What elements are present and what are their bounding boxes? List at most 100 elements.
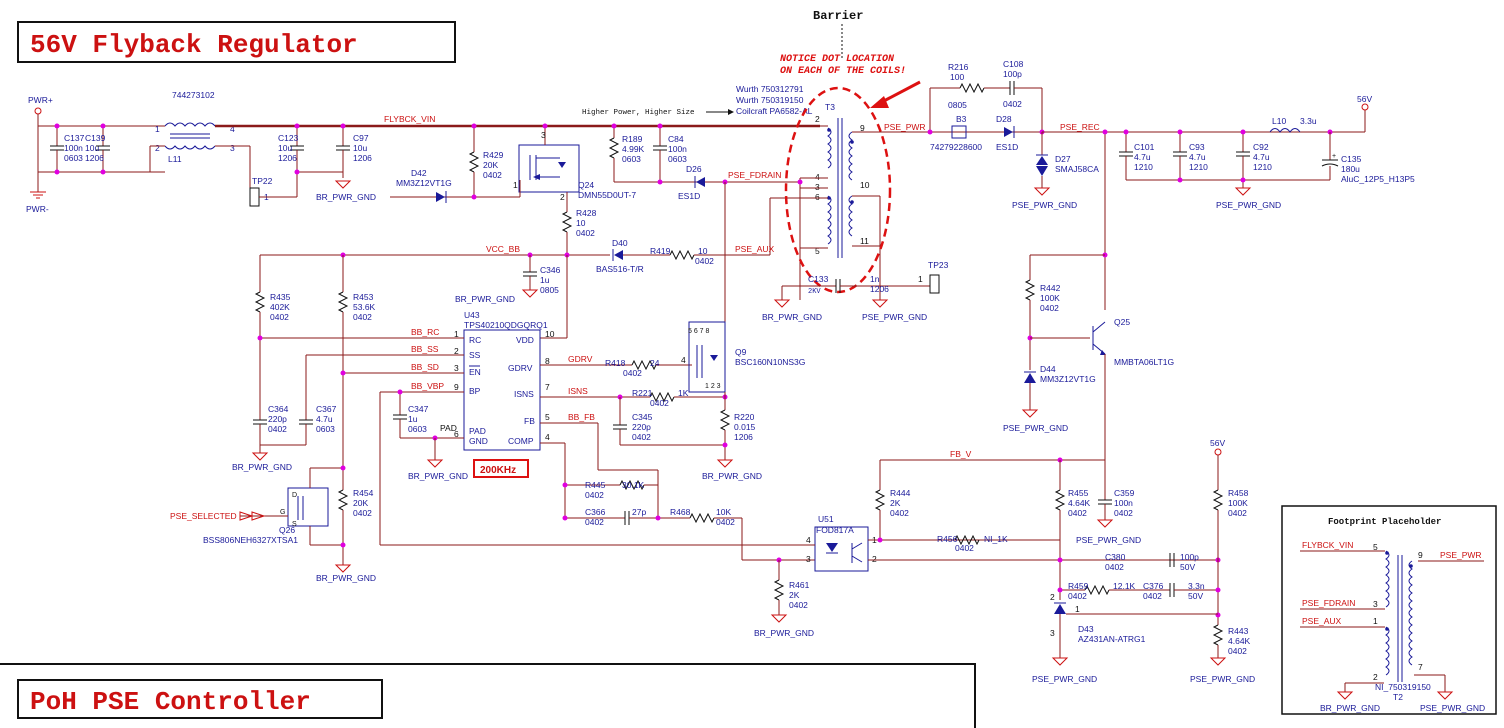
r418-pkg: 0402	[623, 368, 642, 378]
vcc-bb-section: VCC_BB D40 BAS516-T/R R419 10 0402 PSE_A…	[260, 198, 775, 339]
d42-ref: D42	[411, 168, 427, 178]
title-box-bottom: PoH PSE Controller	[0, 663, 976, 728]
l10-ref: L10	[1272, 116, 1286, 126]
r220-ref: R220	[734, 412, 755, 422]
main-title: 56V Flyback Regulator	[30, 30, 358, 60]
u43-pin-gnd: GND	[469, 436, 488, 446]
svg-text:1: 1	[918, 274, 923, 284]
barrier-label: Barrier	[813, 9, 863, 23]
r455-pkg: 0402	[1068, 508, 1087, 518]
u43-pin-bp: BP	[469, 386, 481, 396]
svg-text:2: 2	[155, 143, 160, 153]
d42-part: MM3Z12VT1G	[396, 178, 452, 188]
c139-pkg: 1206	[85, 153, 104, 163]
r189-pkg: 0603	[622, 154, 641, 164]
u43-controller: U43 TPS40210QDGQRQ1 RC SS EN BP PAD GND …	[454, 310, 555, 478]
c133-ref: C133	[808, 274, 829, 284]
r453-pkg: 0402	[353, 312, 372, 322]
r220-pkg: 1206	[734, 432, 753, 442]
svg-text:1: 1	[1075, 604, 1080, 614]
svg-text:G: G	[280, 509, 285, 516]
r459-ref: R459	[1068, 581, 1089, 591]
fp-net-pse-aux: PSE_AUX	[1302, 616, 1342, 626]
d28-part: ES1D	[996, 142, 1018, 152]
u43-ref: U43	[464, 310, 480, 320]
r455-val: 4.64K	[1068, 498, 1091, 508]
l11-part: 744273102	[172, 90, 215, 100]
c84-val: 100n	[668, 144, 687, 154]
freq-label: 200KHz	[480, 465, 516, 476]
u43-num-2: 2	[454, 346, 459, 356]
u43-num-7: 7	[545, 382, 550, 392]
gate-drive-section: GDRV R418 24 0402 4 5 6 7 8 1 2 3 Q9 BSC…	[540, 321, 815, 561]
gnd-label-r443: PSE_PWR_GND	[1190, 674, 1255, 684]
c359-ref: C359	[1114, 488, 1135, 498]
q24-ref: Q24	[578, 180, 594, 190]
net-pwr-plus: PWR+	[28, 95, 53, 105]
u43-num-10: 10	[545, 329, 555, 339]
c135-pkg: AluC_12P5_H13P5	[1341, 174, 1415, 184]
fp-net-pse-fdrain: PSE_FDRAIN	[1302, 598, 1355, 608]
net-pse-pwr: PSE_PWR	[884, 122, 926, 132]
net-pse-aux: PSE_AUX	[735, 244, 775, 254]
note-line1: NOTICE DOT LOCATION	[780, 54, 895, 65]
gnd-label-d27: PSE_PWR_GND	[1012, 200, 1077, 210]
u43-pin-en: EN	[469, 367, 481, 377]
fp-pin-7: 7	[1418, 662, 1423, 672]
u43-pin-comp: COMP	[508, 436, 534, 446]
r220-val: 0.015	[734, 422, 756, 432]
c345-pkg: 0402	[632, 432, 651, 442]
r429-ref: R429	[483, 150, 504, 160]
svg-text:4: 4	[806, 535, 811, 545]
t3-pin-3: 3	[815, 182, 820, 192]
r456-val: NI_1K	[984, 534, 1008, 544]
r445-ref: R445	[585, 480, 606, 490]
fp-pin-9: 9	[1418, 550, 1423, 560]
r442-ref: R442	[1040, 283, 1061, 293]
r461-pkg: 0402	[789, 600, 808, 610]
u43-num-8: 8	[545, 356, 550, 366]
c376-val: 3.3n	[1188, 581, 1205, 591]
r221-ref: R221	[632, 388, 653, 398]
r442-val: 100K	[1040, 293, 1060, 303]
left-rc-network: R435 402K 0402 R453 53.6K 0402 BB_RC BB_…	[170, 255, 468, 583]
b3-part: 74279228600	[930, 142, 982, 152]
c139-val: 10u	[85, 143, 99, 153]
r454-ref: R454	[353, 488, 374, 498]
svg-text:1: 1	[155, 124, 160, 134]
c364-val: 220p	[268, 414, 287, 424]
r435-pkg: 0402	[270, 312, 289, 322]
l11-ref: L11	[168, 154, 182, 164]
q26-part: BSS806NEH6327XTSA1	[203, 535, 298, 545]
fp-pin-2: 2	[1373, 672, 1378, 682]
c345-ref: C345	[632, 412, 653, 422]
svg-text:2: 2	[1050, 592, 1055, 602]
c367-val: 4.7u	[316, 414, 333, 424]
gnd-label-d44: PSE_PWR_GND	[1003, 423, 1068, 433]
svg-text:2: 2	[560, 192, 565, 202]
transformer-t3: Wurth 750312791 Wurth 750319150 Coilcraf…	[582, 54, 1045, 322]
c92-val: 4.7u	[1253, 152, 1270, 162]
c359-val: 100n	[1114, 498, 1133, 508]
net-pse-rec: PSE_REC	[1060, 122, 1100, 132]
gnd-label-c364: BR_PWR_GND	[232, 462, 292, 472]
u43-pin-gdrv: GDRV	[508, 363, 533, 373]
pad-label: PAD	[440, 423, 457, 433]
svg-text:3: 3	[1050, 628, 1055, 638]
r418-val: 24	[650, 358, 660, 368]
d28-ref: D28	[996, 114, 1012, 124]
r429-val: 20K	[483, 160, 498, 170]
r461-ref: R461	[789, 580, 810, 590]
gnd-label-u43: BR_PWR_GND	[408, 471, 468, 481]
fp-pin-3: 3	[1373, 599, 1378, 609]
gnd-label-1: BR_PWR_GND	[316, 192, 376, 202]
q26-ref: Q26	[279, 525, 295, 535]
u43-num-3: 3	[454, 363, 459, 373]
net-flybck-vin: FLYBCK_VIN	[384, 114, 435, 124]
d26-ref: D26	[686, 164, 702, 174]
net-fb-v: FB_V	[950, 449, 972, 459]
r435-val: 402K	[270, 302, 290, 312]
u43-num-9: 9	[454, 382, 459, 392]
output-section: R216 100 0805 C108 100p 0402 B3 74279228…	[927, 59, 1415, 460]
